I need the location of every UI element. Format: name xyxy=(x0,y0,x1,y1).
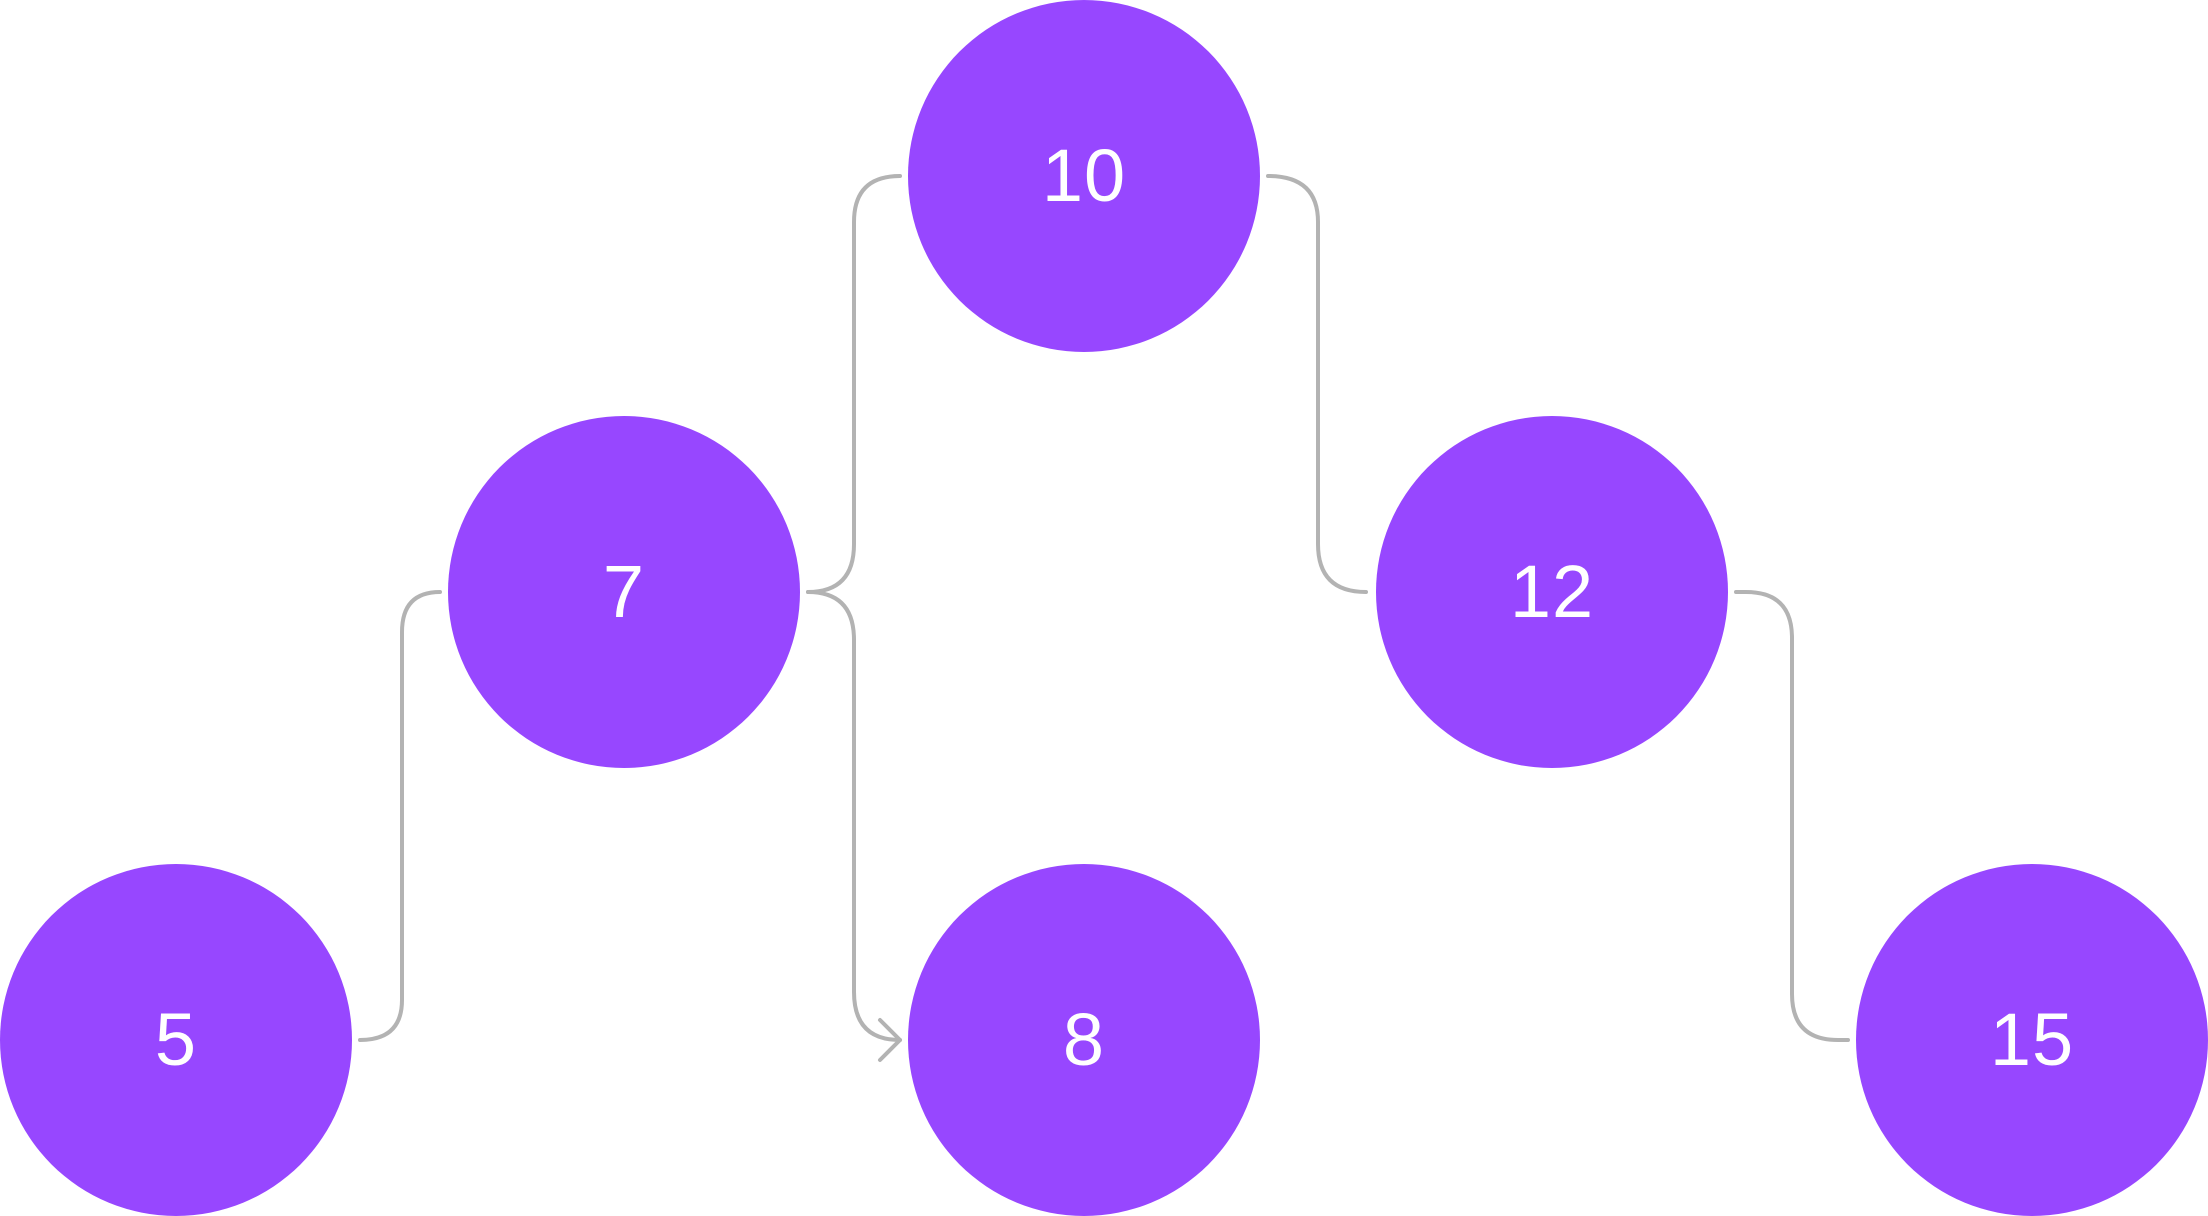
edge-7-to-8 xyxy=(806,590,902,1042)
node-left-left: 5 xyxy=(0,864,352,1216)
node-right-value: 12 xyxy=(1509,550,1595,633)
node-left-value: 7 xyxy=(602,550,646,633)
node-left-right: 8 xyxy=(908,864,1260,1216)
node-right-right-value: 15 xyxy=(1989,998,2075,1081)
node-right: 12 xyxy=(1376,416,1728,768)
node-left-right-value: 8 xyxy=(1062,998,1106,1081)
node-left-left-value: 5 xyxy=(154,998,198,1081)
edge-10-to-12 xyxy=(1266,174,1368,594)
node-right-right: 15 xyxy=(1856,864,2208,1216)
node-left: 7 xyxy=(448,416,800,768)
node-root: 10 xyxy=(908,0,1260,352)
edge-7-to-5 xyxy=(358,590,442,1042)
edge-12-to-15 xyxy=(1734,590,1850,1042)
arrowhead-icon xyxy=(878,1018,902,1062)
node-root-value: 10 xyxy=(1041,134,1127,217)
edge-10-to-7 xyxy=(806,174,902,594)
